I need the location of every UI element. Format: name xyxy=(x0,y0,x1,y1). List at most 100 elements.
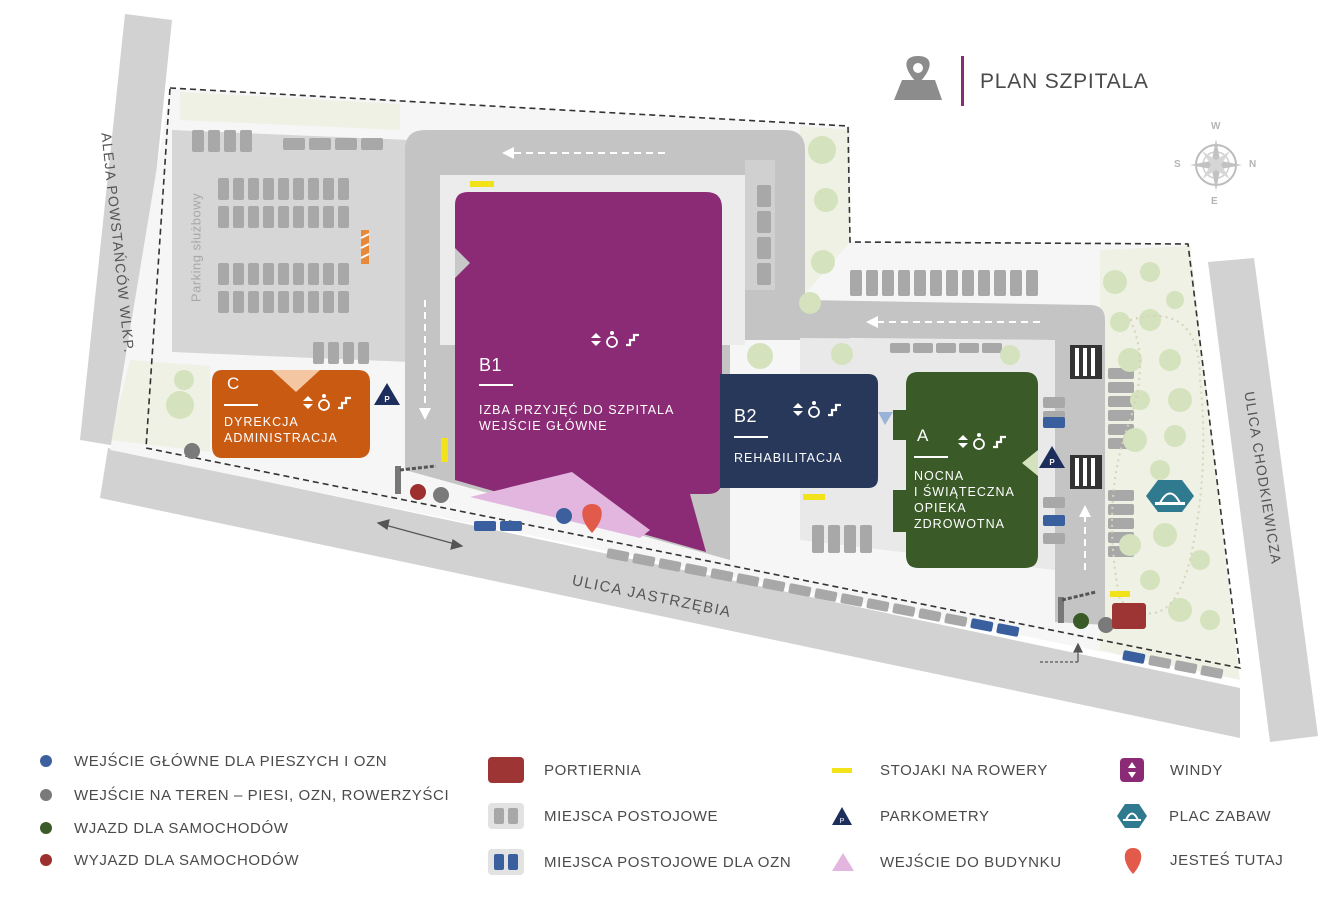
parking-space xyxy=(323,178,334,200)
parking-space xyxy=(918,608,942,622)
building-a[interactable] xyxy=(878,372,1038,568)
legend-label: WYJAZD DLA SAMOCHODÓW xyxy=(74,851,300,869)
building-b2[interactable] xyxy=(720,374,878,488)
disabled-parking-space xyxy=(1043,417,1065,428)
legend-item: WEJŚCIE DO BUDYNKU xyxy=(832,850,1062,874)
building-c-code: C xyxy=(227,374,240,393)
park-path xyxy=(1111,315,1205,615)
tree xyxy=(1200,610,1220,630)
parking-space xyxy=(710,568,734,582)
parking-space xyxy=(736,573,760,587)
legend-label: WJAZD DLA SAMOCHODÓW xyxy=(74,819,289,837)
building-a-line3: OPIEKA xyxy=(914,501,967,515)
parking-space xyxy=(788,583,812,597)
tree xyxy=(1153,523,1177,547)
elevator-icon xyxy=(958,443,968,448)
building-c[interactable] xyxy=(212,370,370,458)
wheelchair-icon xyxy=(812,401,816,405)
car-exit[interactable] xyxy=(410,484,426,500)
legend-item: WINDY xyxy=(1120,758,1223,782)
stairs-icon xyxy=(338,396,351,410)
site-entrance-pedestrian[interactable] xyxy=(184,443,200,459)
wheelchair-icon xyxy=(610,331,614,335)
tree xyxy=(1140,262,1160,282)
tree xyxy=(1000,345,1020,365)
parking-space xyxy=(308,206,319,228)
parking-space xyxy=(898,270,910,296)
parking-space xyxy=(844,525,856,553)
svg-text:P: P xyxy=(840,818,845,825)
tree xyxy=(166,391,194,419)
elevator-icon xyxy=(591,341,601,346)
traffic-direction-arrows xyxy=(419,147,1091,570)
parking-space xyxy=(1108,504,1134,515)
wheelchair-icon xyxy=(322,394,326,398)
parking-space xyxy=(309,138,331,150)
elevator-icon xyxy=(958,435,968,440)
building-b1-underline xyxy=(479,384,513,386)
tree xyxy=(1166,291,1184,309)
tree xyxy=(1140,570,1160,590)
elevator-icon xyxy=(303,396,313,401)
parking-space xyxy=(218,263,229,285)
parking-space xyxy=(762,578,786,592)
elevator-icon xyxy=(303,404,313,409)
portiernia-icon xyxy=(488,757,524,783)
legend-item: WEJŚCIE NA TEREN – PIESI, OZN, ROWERZYŚC… xyxy=(40,783,449,807)
legend-item: P PARKOMETRY xyxy=(832,804,990,828)
parking-space xyxy=(860,525,872,553)
elevator-icon xyxy=(793,411,803,416)
parking-space xyxy=(1026,270,1038,296)
legend-label: PARKOMETRY xyxy=(880,807,990,825)
parking-meter-icon: P xyxy=(374,383,400,405)
parking-space xyxy=(962,270,974,296)
barrier-marking xyxy=(360,230,370,264)
legend-item: WJAZD DLA SAMOCHODÓW xyxy=(40,816,289,840)
tree xyxy=(1123,428,1147,452)
bike-racks xyxy=(441,181,1130,597)
parking-space xyxy=(263,206,274,228)
disabled-parking-space xyxy=(474,521,496,531)
parking-space xyxy=(338,263,349,285)
parking-space xyxy=(293,206,304,228)
parking-space xyxy=(263,178,274,200)
gate-barrier xyxy=(395,464,1097,623)
disabled-parking-space xyxy=(1043,515,1065,526)
site-entrance-pedestrian[interactable] xyxy=(433,487,449,503)
parking-space xyxy=(882,270,894,296)
parking-space xyxy=(632,553,656,567)
tree xyxy=(1139,309,1161,331)
playground-icon xyxy=(1146,480,1194,512)
svg-text:P: P xyxy=(1049,458,1055,467)
parking-space xyxy=(936,343,956,353)
parking-space xyxy=(248,206,259,228)
parking-space xyxy=(338,206,349,228)
building-b2-underline xyxy=(734,436,768,438)
parking-space xyxy=(850,270,862,296)
legend-label: WEJŚCIE GŁÓWNE DLA PIESZYCH I OZN xyxy=(74,752,388,770)
site-boundary xyxy=(145,87,1241,670)
car-entrance[interactable] xyxy=(1073,613,1089,629)
tree xyxy=(831,343,853,365)
wheelchair-icon xyxy=(973,438,985,450)
parking-space xyxy=(328,342,339,364)
site-entrance-pedestrian[interactable] xyxy=(1098,617,1114,633)
disabled-parking-spaces xyxy=(474,417,1146,664)
parking-space xyxy=(263,263,274,285)
legend-item: PLAC ZABAW xyxy=(1117,804,1271,828)
parking-space xyxy=(224,130,236,152)
site-entrance-dot-icon xyxy=(40,789,52,801)
parking-space xyxy=(1108,396,1134,407)
parking-space xyxy=(828,525,840,553)
building-a-line4: ZDROWOTNA xyxy=(914,517,1005,531)
main-pedestrian-entrance[interactable] xyxy=(556,508,572,524)
disabled-parking-space xyxy=(1122,650,1146,664)
parking-space xyxy=(866,598,890,612)
tree xyxy=(799,292,821,314)
building-c-underline xyxy=(224,404,258,406)
parking-space xyxy=(323,263,334,285)
parking-space xyxy=(338,291,349,313)
parking-space xyxy=(757,263,771,285)
building-b1[interactable] xyxy=(455,192,722,552)
building-c-line2: ADMINISTRACJA xyxy=(224,431,338,445)
